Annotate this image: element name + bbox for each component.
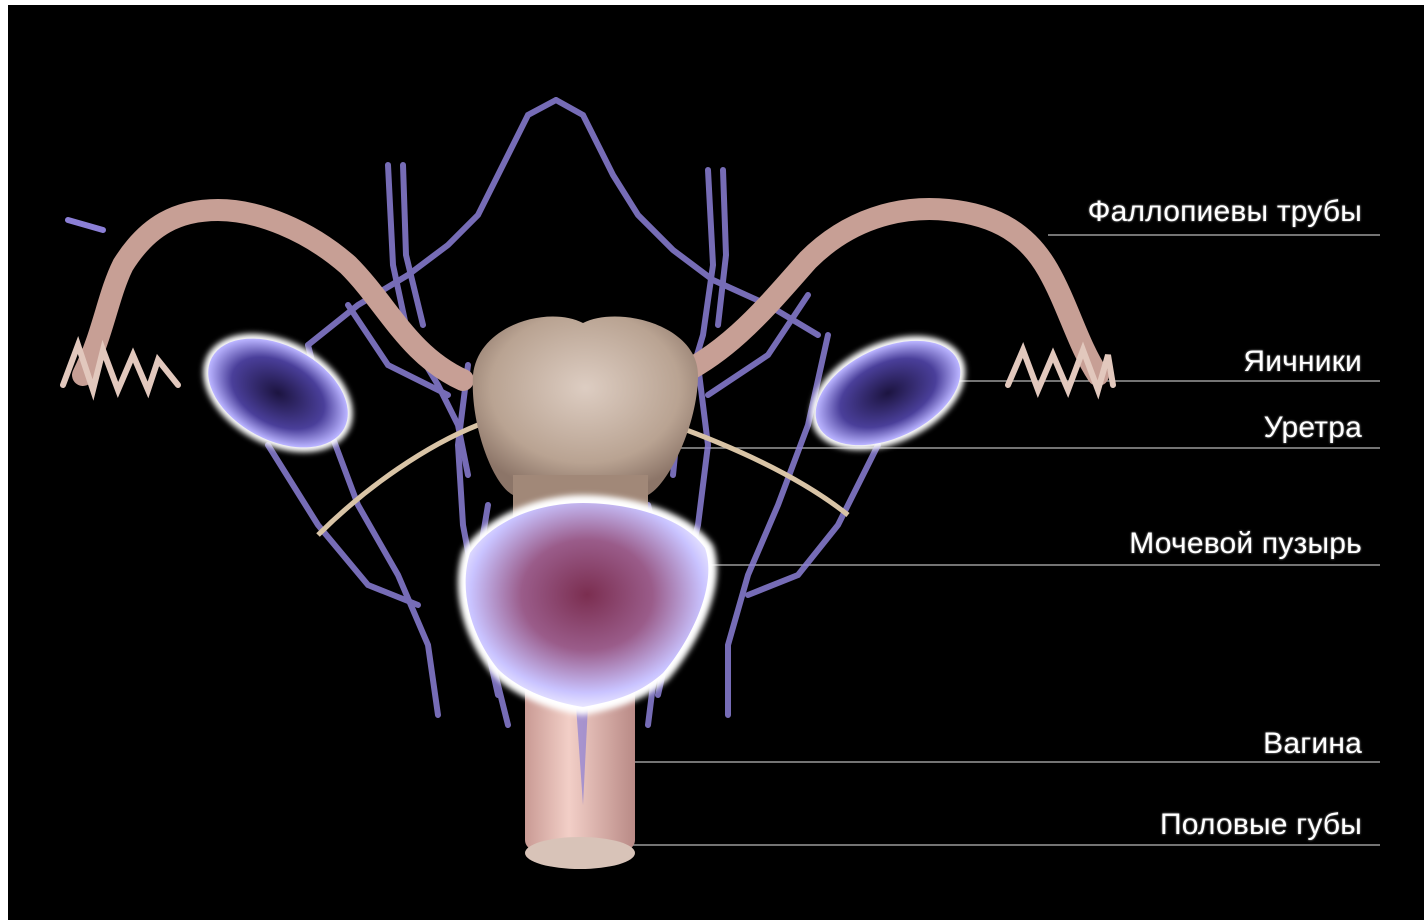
label-urethra: Уретра — [1264, 411, 1362, 445]
anatomy-illustration — [8, 5, 1424, 920]
label-bladder: Мочевой пузырь — [1129, 527, 1362, 561]
diagram-canvas: Фаллопиевы трубы Яичники Уретра Мочевой … — [8, 5, 1424, 920]
label-vagina: Вагина — [1263, 727, 1362, 761]
label-ovaries: Яичники — [1243, 345, 1362, 379]
uterus — [473, 316, 698, 495]
ovary-left — [183, 310, 373, 477]
label-fallopian-tubes: Фаллопиевы трубы — [1088, 195, 1362, 229]
ovary-right — [793, 313, 984, 473]
label-labia: Половые губы — [1160, 808, 1362, 842]
